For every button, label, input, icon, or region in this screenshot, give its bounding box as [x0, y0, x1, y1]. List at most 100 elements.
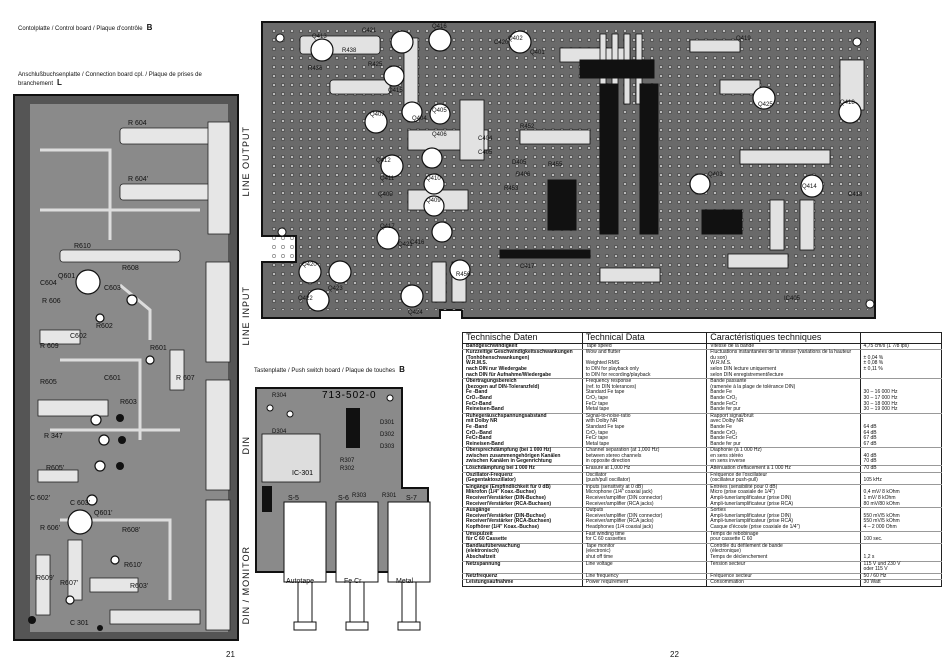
- component-label: R307: [340, 458, 355, 464]
- table-cell: 100 sec.: [859, 531, 943, 544]
- table-row: Ausgänge Receiver/Verstärker (DIN-Buchse…: [462, 507, 943, 532]
- table-cell: Rapport signal/bruit avec Dolby NR Bande…: [706, 413, 861, 449]
- table-cell: Ruhegeräuschspannungsabstand mit Dolby N…: [462, 413, 583, 449]
- table-cell: 115 V und 230 V oder 115 V: [859, 561, 943, 574]
- component-label: R 606: [42, 298, 61, 305]
- table-cell: Netzfrequenz: [462, 573, 583, 581]
- table-cell: Bande passante (ramenée à la plage de to…: [706, 378, 861, 414]
- component-label: Q421: [398, 242, 413, 248]
- table-cell: Tape monitor (electronic) shut off time: [581, 543, 708, 562]
- component-label: R453: [504, 186, 519, 192]
- component-label: Q407: [370, 112, 385, 118]
- component-label: R 606': [40, 525, 60, 532]
- component-label: C602: [70, 333, 87, 340]
- table-cell: Eingänge (Empfindlichkeit für 0 dB) Mikr…: [462, 484, 583, 509]
- component-label: R605': [46, 465, 64, 472]
- component-label: C405: [478, 150, 493, 156]
- component-label: R 609: [40, 343, 59, 350]
- component-label: C604: [40, 280, 57, 287]
- component-label: Q419: [736, 36, 751, 42]
- table-cell: Fréquence de l'oscillateur (oscillateur …: [706, 472, 861, 485]
- table-cell: Umspulzeit für C 60 Cassette: [462, 531, 583, 544]
- connection-board-caption: Anschlußbuchsenplatte / Connection board…: [18, 72, 202, 87]
- table-cell: 1,2 s: [859, 543, 943, 562]
- table-cell: 50 / 60 Hz: [859, 573, 943, 581]
- table-cell: Oscillator (push/pull oscillator): [581, 472, 708, 485]
- switch-label: S-6: [338, 495, 349, 502]
- component-label: Q401: [530, 50, 545, 56]
- table-cell: 30 Watt: [859, 580, 943, 587]
- control-board: Q413 Q416 R438 R425 R436 Q415 Q402 Q401 …: [261, 21, 876, 319]
- component-label: C416: [410, 240, 425, 246]
- table-cell: ± 0,04 % ± 0,08 % ± 0,11 %: [859, 349, 943, 380]
- table-cell: Entrées (sensibilité pour 0 dB) Micro (p…: [706, 484, 861, 509]
- column-header: Technical Data: [581, 332, 708, 344]
- table-cell: Channel separation (at 1,000 Hz) between…: [581, 448, 708, 467]
- component-label: R608: [122, 265, 139, 272]
- component-label: Q422: [298, 296, 313, 302]
- component-label: D406: [516, 172, 531, 178]
- push-switch-board: R304 D304 D301 D302 D303 R303 R301 R302 …: [255, 387, 431, 631]
- metal-button-label: Metal: [396, 578, 414, 585]
- component-label: R301: [382, 493, 397, 499]
- component-label: Q411: [380, 176, 395, 182]
- component-label: R 607: [176, 375, 195, 382]
- table-cell: Übertragungsbereich (bezogen auf DIN-Tol…: [462, 378, 583, 414]
- column-header: [859, 332, 943, 344]
- table-header-row: Technische Daten Technical Data Caractér…: [462, 332, 943, 344]
- component-label: Q413: [312, 34, 327, 40]
- column-header: Caractéristiques techniques: [706, 332, 861, 344]
- table-row: Übertragungsbereich (bezogen auf DIN-Tol…: [462, 378, 943, 414]
- table-cell: Power requirement: [581, 580, 708, 587]
- control-board-caption: Contolplatte / Control board / Plaque d'…: [18, 23, 153, 33]
- fecr-button-label: Fe Cr: [344, 578, 362, 585]
- table-cell: Bandlaufüberwachung (elektronisch) Absch…: [462, 543, 583, 562]
- component-label: Q404: [412, 116, 427, 122]
- component-label: Q409: [426, 198, 441, 204]
- component-label: R607': [60, 580, 78, 587]
- component-label: Q423: [328, 286, 343, 292]
- din-label: DIN: [241, 436, 251, 455]
- component-label: R 604': [128, 176, 148, 183]
- table-cell: Signal-to-noise-ratio with Dolby NR Stan…: [581, 413, 708, 449]
- component-label: Q416: [432, 24, 447, 30]
- table-row: Übersprechdämpfung (bei 1 000 Hz) zwisch…: [462, 447, 943, 467]
- component-label: Q412: [376, 158, 391, 164]
- table-cell: Oszillator-Frequenz (Gegentaktoszillator…: [462, 472, 583, 485]
- column-header: Technische Daten: [462, 332, 583, 344]
- component-label: C420: [494, 40, 509, 46]
- component-label: R452: [520, 124, 535, 130]
- component-label: Q403: [708, 172, 723, 178]
- connection-board: R 604 R 604' R610 R608 C604 Q601 C603 R …: [13, 94, 239, 641]
- table-cell: 0,4 mV/ 8 kOhm 1 mV/ 8 kOhm 80 mV/80 kOh…: [859, 484, 943, 509]
- table-cell: Fluctuations instantanées de la vitesse …: [706, 349, 861, 380]
- table-cell: Contrôle du défilement de bande (électro…: [706, 543, 861, 562]
- table-cell: Consommation: [706, 580, 861, 587]
- technical-data-table: Technische Daten Technical Data Caractér…: [462, 332, 943, 587]
- component-label: R609': [36, 575, 54, 582]
- component-label: C 603': [70, 500, 90, 507]
- component-label: R603': [130, 583, 148, 590]
- table-cell: Netzspannung: [462, 561, 583, 574]
- switch-label: S-5: [288, 495, 299, 502]
- component-label: R610: [74, 243, 91, 250]
- page-number-left: 21: [226, 650, 235, 659]
- component-label: C 301: [70, 620, 89, 627]
- component-label: C417: [520, 264, 535, 270]
- table-cell: Fast winding time for C 60 cassettes: [581, 531, 708, 544]
- table-cell: Tension secteur: [706, 561, 861, 574]
- table-cell: 40 dB 70 dB: [859, 447, 943, 467]
- table-cell: Diaphonie (à 1 000 Hz) en sens stéréo en…: [706, 448, 861, 467]
- table-cell: Line voltage: [581, 561, 708, 574]
- table-cell: Outputs Receiver/amplifier (DIN connecto…: [581, 507, 708, 532]
- table-row: Oszillator-Frequenz (Gegentaktoszillator…: [462, 472, 943, 485]
- component-label: R438: [342, 48, 357, 54]
- line-input-label: LINE INPUT: [241, 286, 251, 346]
- din-monitor-label: DIN / MONITOR: [241, 546, 251, 625]
- table-cell: Sorties Ampli-tuner/amplificateur (prise…: [706, 507, 861, 532]
- component-label: D303: [380, 444, 395, 450]
